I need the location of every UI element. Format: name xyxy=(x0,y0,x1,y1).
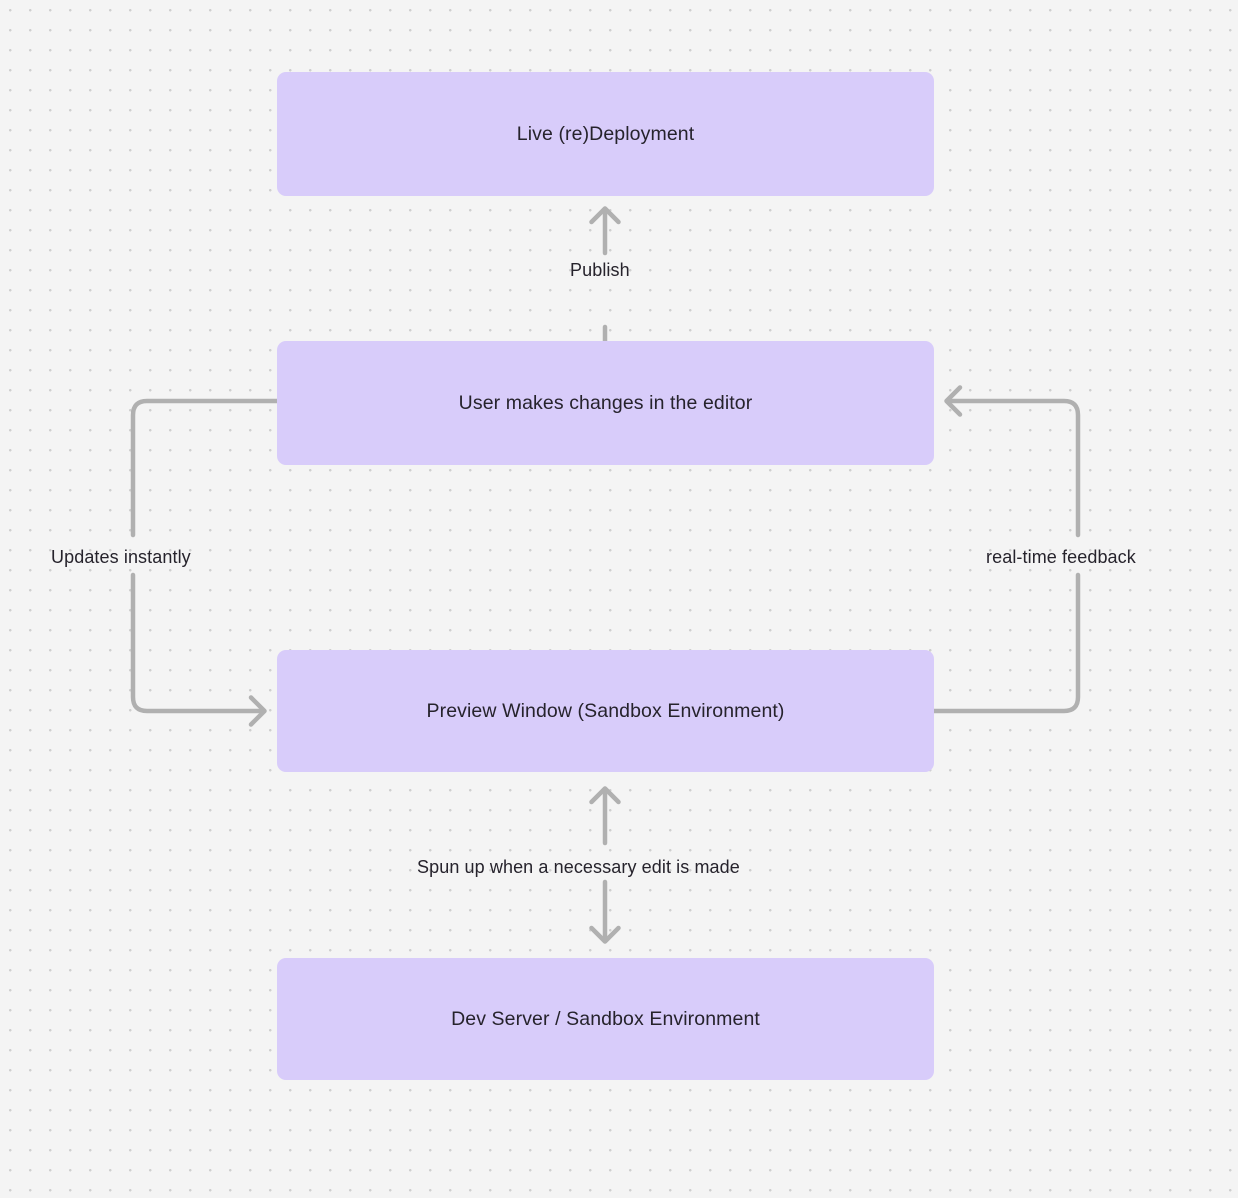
node-user-changes[interactable]: User makes changes in the editor xyxy=(277,341,934,465)
node-label: Live (re)Deployment xyxy=(516,122,695,145)
edge-label-publish: Publish xyxy=(570,260,630,280)
node-preview-window[interactable]: Preview Window (Sandbox Environment) xyxy=(277,650,934,772)
node-label: Preview Window (Sandbox Environment) xyxy=(426,699,785,722)
node-dev-server[interactable]: Dev Server / Sandbox Environment xyxy=(277,958,934,1080)
node-live-deployment[interactable]: Live (re)Deployment xyxy=(277,72,934,196)
edge-label-updates-instantly: Updates instantly xyxy=(51,547,191,567)
node-label: User makes changes in the editor xyxy=(458,391,753,414)
edge-label-real-time-feedback: real-time feedback xyxy=(986,547,1136,567)
node-label: Dev Server / Sandbox Environment xyxy=(451,1007,760,1030)
edge-label-spun-up: Spun up when a necessary edit is made xyxy=(417,857,740,877)
